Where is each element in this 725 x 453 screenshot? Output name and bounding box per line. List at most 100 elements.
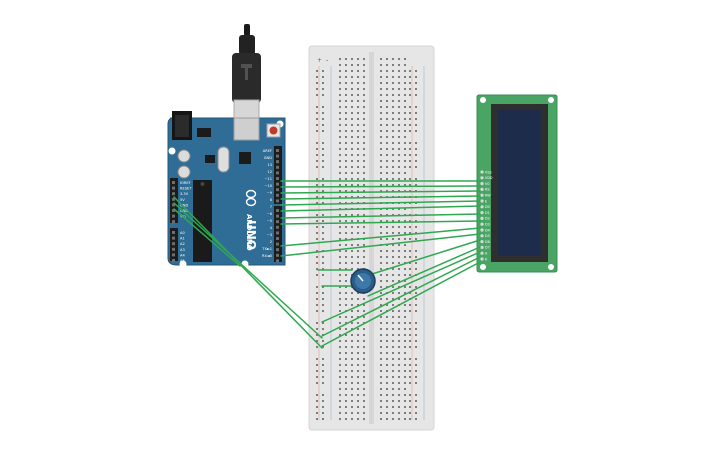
breadboard-hole[interactable] — [398, 322, 400, 324]
header-pin[interactable] — [172, 181, 175, 184]
breadboard-hole[interactable] — [380, 112, 382, 114]
breadboard-hole[interactable] — [316, 382, 318, 384]
breadboard-hole[interactable] — [409, 412, 411, 414]
breadboard-hole[interactable] — [351, 76, 353, 78]
breadboard-hole[interactable] — [380, 232, 382, 234]
breadboard-hole[interactable] — [351, 322, 353, 324]
breadboard-hole[interactable] — [380, 76, 382, 78]
breadboard-hole[interactable] — [392, 124, 394, 126]
breadboard-hole[interactable] — [409, 94, 411, 96]
breadboard-hole[interactable] — [392, 256, 394, 258]
breadboard-hole[interactable] — [398, 148, 400, 150]
wire[interactable] — [321, 256, 481, 337]
lcd-pin[interactable] — [480, 187, 484, 191]
breadboard-hole[interactable] — [363, 118, 365, 120]
breadboard-hole[interactable] — [380, 316, 382, 318]
breadboard-hole[interactable] — [345, 142, 347, 144]
breadboard-hole[interactable] — [339, 334, 341, 336]
breadboard-hole[interactable] — [351, 268, 353, 270]
breadboard-hole[interactable] — [415, 94, 417, 96]
breadboard-hole[interactable] — [392, 88, 394, 90]
breadboard-hole[interactable] — [380, 286, 382, 288]
wire[interactable] — [173, 202, 323, 339]
power-jack-icon[interactable] — [172, 111, 192, 140]
breadboard-hole[interactable] — [322, 88, 324, 90]
header-pin[interactable] — [276, 188, 279, 192]
breadboard-hole[interactable] — [351, 382, 353, 384]
header-pin[interactable] — [276, 225, 279, 229]
breadboard-hole[interactable] — [409, 328, 411, 330]
wire[interactable] — [321, 251, 481, 323]
breadboard-hole[interactable] — [357, 340, 359, 342]
breadboard-hole[interactable] — [392, 172, 394, 174]
breadboard-hole[interactable] — [392, 118, 394, 120]
breadboard-hole[interactable] — [386, 412, 388, 414]
breadboard-hole[interactable] — [363, 112, 365, 114]
breadboard-hole[interactable] — [404, 286, 406, 288]
breadboard-hole[interactable] — [357, 214, 359, 216]
breadboard-hole[interactable] — [409, 382, 411, 384]
breadboard-hole[interactable] — [404, 136, 406, 138]
breadboard-hole[interactable] — [351, 214, 353, 216]
breadboard-hole[interactable] — [351, 220, 353, 222]
breadboard-hole[interactable] — [409, 334, 411, 336]
breadboard-hole[interactable] — [316, 88, 318, 90]
breadboard-hole[interactable] — [392, 94, 394, 96]
breadboard-hole[interactable] — [322, 166, 324, 168]
header-pins[interactable] — [172, 149, 279, 263]
breadboard-hole[interactable] — [398, 238, 400, 240]
breadboard-hole[interactable] — [380, 238, 382, 240]
breadboard-hole[interactable] — [316, 346, 318, 348]
lcd-pin[interactable] — [480, 245, 484, 249]
breadboard-hole[interactable] — [398, 106, 400, 108]
breadboard-hole[interactable] — [380, 100, 382, 102]
breadboard-hole[interactable] — [351, 64, 353, 66]
breadboard-hole[interactable] — [357, 118, 359, 120]
breadboard-hole[interactable] — [380, 220, 382, 222]
breadboard-hole[interactable] — [398, 346, 400, 348]
breadboard-hole[interactable] — [380, 298, 382, 300]
breadboard-hole[interactable] — [322, 160, 324, 162]
breadboard-hole[interactable] — [415, 364, 417, 366]
potentiometer-icon[interactable] — [350, 268, 376, 294]
breadboard-hole[interactable] — [316, 94, 318, 96]
breadboard-hole[interactable] — [415, 370, 417, 372]
breadboard-hole[interactable] — [404, 124, 406, 126]
breadboard-hole[interactable] — [363, 304, 365, 306]
breadboard-hole[interactable] — [351, 142, 353, 144]
breadboard-hole[interactable] — [398, 220, 400, 222]
breadboard-hole[interactable] — [380, 226, 382, 228]
breadboard-hole[interactable] — [363, 244, 365, 246]
breadboard-hole[interactable] — [386, 82, 388, 84]
breadboard-hole[interactable] — [404, 58, 406, 60]
breadboard-hole[interactable] — [345, 286, 347, 288]
breadboard-hole[interactable] — [409, 124, 411, 126]
reset-button-icon[interactable] — [266, 123, 281, 138]
breadboard-hole[interactable] — [404, 244, 406, 246]
lcd-pin[interactable] — [480, 216, 484, 220]
header-pin[interactable] — [172, 203, 175, 207]
breadboard-hole[interactable] — [322, 82, 324, 84]
breadboard-hole[interactable] — [339, 214, 341, 216]
breadboard-hole[interactable] — [351, 100, 353, 102]
breadboard-hole[interactable] — [380, 310, 382, 312]
breadboard-hole[interactable] — [339, 406, 341, 408]
breadboard-hole[interactable] — [386, 382, 388, 384]
breadboard-hole[interactable] — [415, 130, 417, 132]
breadboard-hole[interactable] — [351, 250, 353, 252]
breadboard-hole[interactable] — [392, 328, 394, 330]
wire[interactable] — [280, 190, 481, 194]
breadboard-hole[interactable] — [351, 166, 353, 168]
breadboard-hole[interactable] — [316, 226, 318, 228]
breadboard-hole[interactable] — [345, 388, 347, 390]
breadboard-hole[interactable] — [409, 322, 411, 324]
breadboard-hole[interactable] — [316, 76, 318, 78]
breadboard-hole[interactable] — [351, 178, 353, 180]
breadboard-hole[interactable] — [398, 358, 400, 360]
breadboard-hole[interactable] — [386, 316, 388, 318]
breadboard-hole[interactable] — [351, 82, 353, 84]
breadboard-hole[interactable] — [386, 130, 388, 132]
breadboard-hole[interactable] — [363, 124, 365, 126]
breadboard-hole[interactable] — [398, 142, 400, 144]
breadboard-hole[interactable] — [409, 178, 411, 180]
